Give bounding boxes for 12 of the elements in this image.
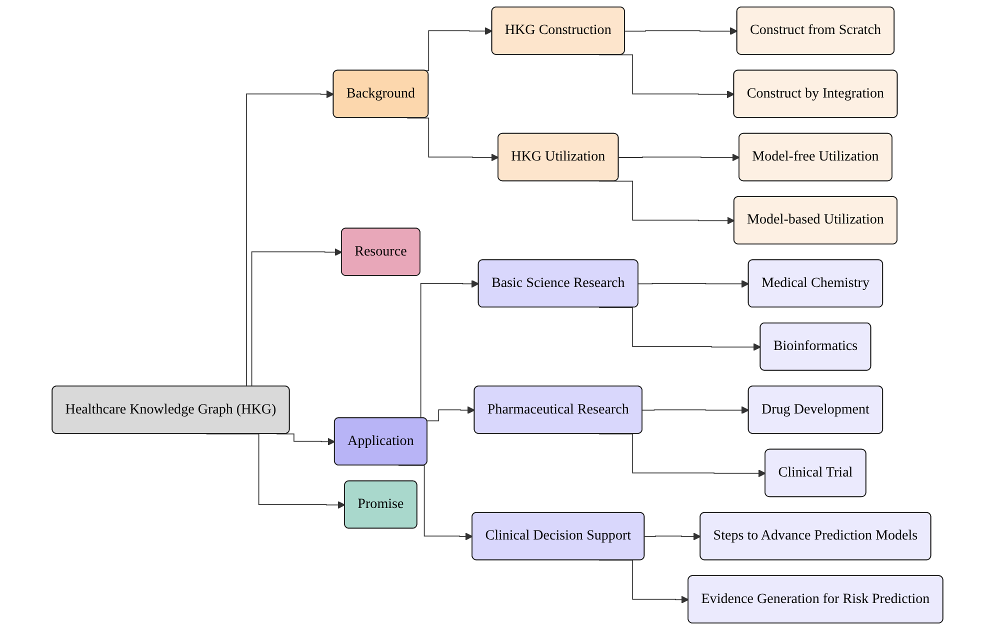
arrow (598, 433, 766, 478)
arrow (638, 280, 750, 288)
arrow (624, 27, 738, 35)
arrow (426, 406, 475, 422)
arrow (206, 433, 346, 509)
arrow (644, 532, 701, 540)
arrow (598, 560, 689, 604)
arrow (598, 180, 735, 225)
arrow (276, 433, 336, 446)
arrow (598, 54, 734, 98)
arrow (618, 154, 740, 162)
arrow (642, 406, 750, 414)
